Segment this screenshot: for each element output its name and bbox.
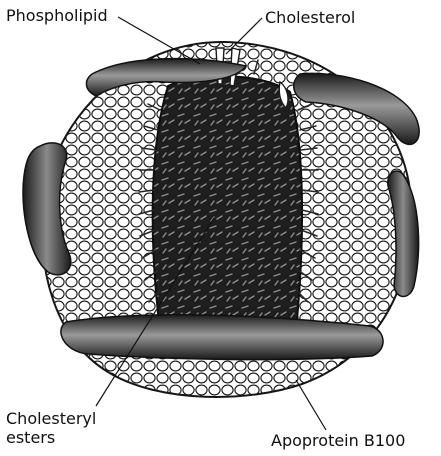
cholesteryl-esters-label-line1: Cholesteryl <box>6 409 96 428</box>
cholesterol-label: Cholesterol <box>265 8 355 27</box>
cholesteryl-esters-label: Cholesteryl esters <box>6 409 96 447</box>
cholesteryl-esters-label-line2: esters <box>6 428 96 447</box>
cholesteryl-ester-core <box>153 76 302 342</box>
phospholipid-label: Phospholipid <box>6 6 108 25</box>
apoprotein-label: Apoprotein B100 <box>271 431 405 450</box>
leader-apoprotein <box>296 380 326 430</box>
